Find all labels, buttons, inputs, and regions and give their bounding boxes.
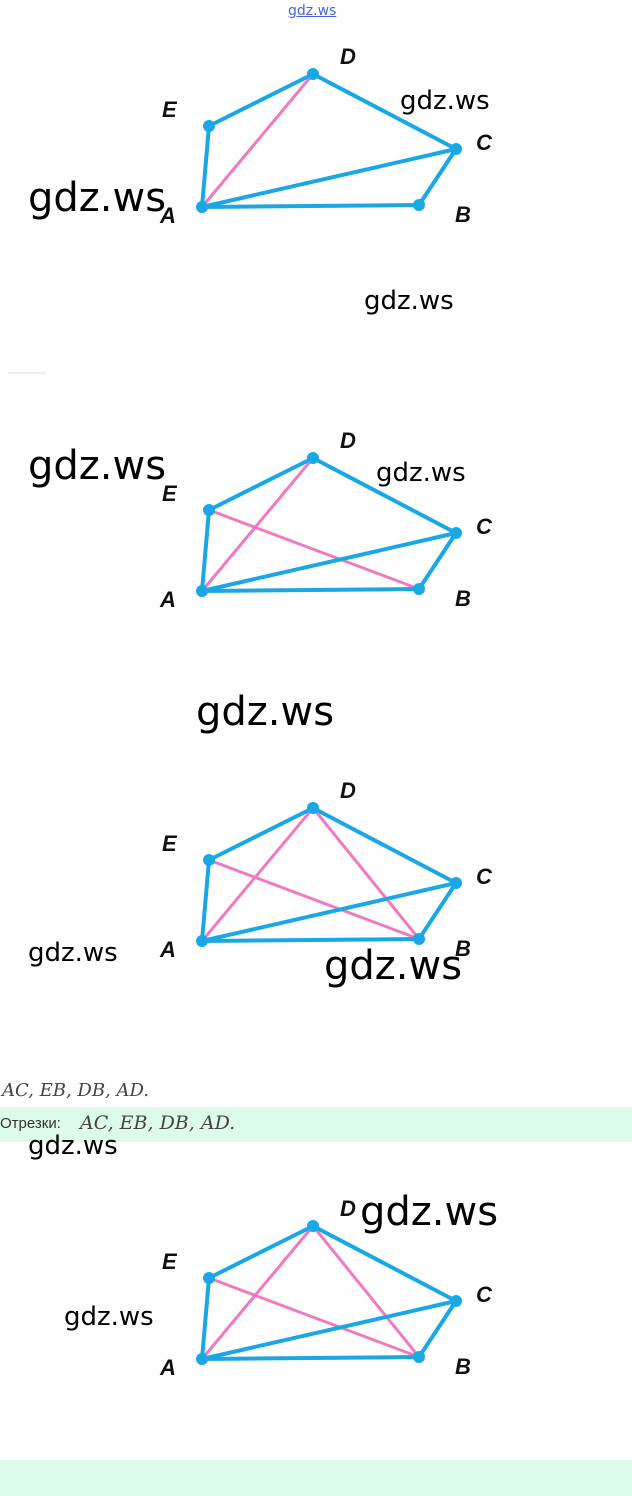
point-A xyxy=(196,585,208,597)
point-label-E: E xyxy=(162,1249,178,1274)
point-B xyxy=(413,583,425,595)
point-label-A: A xyxy=(159,1355,176,1380)
point-A xyxy=(196,201,208,213)
pentagon-diagram: A B C D E xyxy=(159,44,493,228)
blue-segment-AC xyxy=(200,1299,458,1361)
watermark: gdz.ws xyxy=(28,175,167,221)
answer-prefix: Отрезки: xyxy=(0,1115,61,1132)
blue-segment-AE xyxy=(200,508,211,593)
point-B xyxy=(413,933,425,945)
watermark: gdz.ws xyxy=(28,443,167,489)
blue-segment-DC xyxy=(311,72,458,151)
point-label-D: D xyxy=(340,44,356,69)
point-label-E: E xyxy=(162,831,178,856)
pink-segment-AD xyxy=(200,1224,315,1361)
blue-segment-DC xyxy=(311,1224,458,1303)
pink-segment-DB xyxy=(311,1224,421,1359)
answer-text: AC, EB, DB, AD. xyxy=(2,1080,149,1101)
pink-segment-EB xyxy=(207,858,421,941)
blue-segment-BA xyxy=(200,587,421,593)
figure-4: A B C D E xyxy=(0,1152,632,1412)
blue-segment-AE xyxy=(200,1276,211,1361)
point-A xyxy=(196,1353,208,1365)
bottom-band xyxy=(0,1460,632,1496)
point-A xyxy=(196,935,208,947)
pentagon-diagram: A B C D E xyxy=(159,428,493,612)
point-E xyxy=(203,854,215,866)
point-D xyxy=(307,802,319,814)
blue-segment-AC xyxy=(200,147,458,209)
figure-2: A B C D E xyxy=(0,384,632,644)
blue-segment-ED xyxy=(207,456,315,512)
blue-segment-DC xyxy=(311,806,458,885)
blue-segment-BA xyxy=(200,1355,421,1361)
header-watermark[interactable]: gdz.ws xyxy=(288,3,337,19)
figure-3: A B C D E xyxy=(0,734,632,994)
point-label-C: C xyxy=(476,1282,493,1307)
answer-band: Отрезки: AC, EB, DB, AD. xyxy=(0,1107,632,1142)
blue-segment-CB xyxy=(417,1299,458,1359)
pentagon-diagram: A B C D E xyxy=(159,1196,493,1380)
watermark: gdz.ws xyxy=(28,1131,118,1161)
watermark: gdz.ws xyxy=(64,1302,154,1332)
point-D xyxy=(307,452,319,464)
pink-segment-DB xyxy=(311,806,421,941)
point-D xyxy=(307,1220,319,1232)
point-label-A: A xyxy=(159,203,176,228)
point-label-A: A xyxy=(159,587,176,612)
point-B xyxy=(413,199,425,211)
point-label-E: E xyxy=(162,481,178,506)
point-label-A: A xyxy=(159,937,176,962)
point-B xyxy=(413,1351,425,1363)
blue-segment-ED xyxy=(207,1224,315,1280)
point-label-B: B xyxy=(455,1354,471,1379)
point-label-B: B xyxy=(455,202,471,227)
blue-segment-BA xyxy=(200,203,421,209)
blue-segment-AE xyxy=(200,124,211,209)
pentagon-diagram: A B C D E xyxy=(159,778,493,962)
watermark: gdz.ws xyxy=(364,286,454,316)
point-label-C: C xyxy=(476,514,493,539)
point-C xyxy=(450,143,462,155)
point-label-C: C xyxy=(476,864,493,889)
pink-segment-AD xyxy=(200,72,315,209)
pink-segment-AD xyxy=(200,456,315,593)
blue-segment-ED xyxy=(207,806,315,862)
blue-segment-CB xyxy=(417,881,458,941)
blue-segment-AE xyxy=(200,858,211,943)
divider xyxy=(8,372,46,374)
point-label-B: B xyxy=(455,936,471,961)
watermark: gdz.ws xyxy=(196,689,335,735)
watermark: gdz.ws xyxy=(28,938,118,968)
point-C xyxy=(450,1295,462,1307)
answer-math: AC, EB, DB, AD. xyxy=(80,1112,236,1134)
watermark: gdz.ws xyxy=(400,86,490,116)
watermark: gdz.ws xyxy=(324,943,463,989)
blue-segment-CB xyxy=(417,147,458,207)
figure-1: A B C D E xyxy=(0,0,632,260)
point-label-B: B xyxy=(455,586,471,611)
blue-segment-DC xyxy=(311,456,458,535)
pink-segment-EB xyxy=(207,1276,421,1359)
point-E xyxy=(203,120,215,132)
pink-segment-EB xyxy=(207,508,421,591)
point-label-D: D xyxy=(340,778,356,803)
point-label-D: D xyxy=(340,1196,356,1221)
point-label-E: E xyxy=(162,97,178,122)
blue-segment-AC xyxy=(200,531,458,593)
blue-segment-BA xyxy=(200,937,421,943)
blue-segment-AC xyxy=(200,881,458,943)
point-label-D: D xyxy=(340,428,356,453)
point-C xyxy=(450,877,462,889)
point-E xyxy=(203,504,215,516)
point-E xyxy=(203,1272,215,1284)
watermark: gdz.ws xyxy=(360,1189,499,1235)
point-C xyxy=(450,527,462,539)
watermark: gdz.ws xyxy=(376,458,466,488)
blue-segment-ED xyxy=(207,72,315,128)
point-D xyxy=(307,68,319,80)
pink-segment-AD xyxy=(200,806,315,943)
blue-segment-CB xyxy=(417,531,458,591)
point-label-C: C xyxy=(476,130,493,155)
